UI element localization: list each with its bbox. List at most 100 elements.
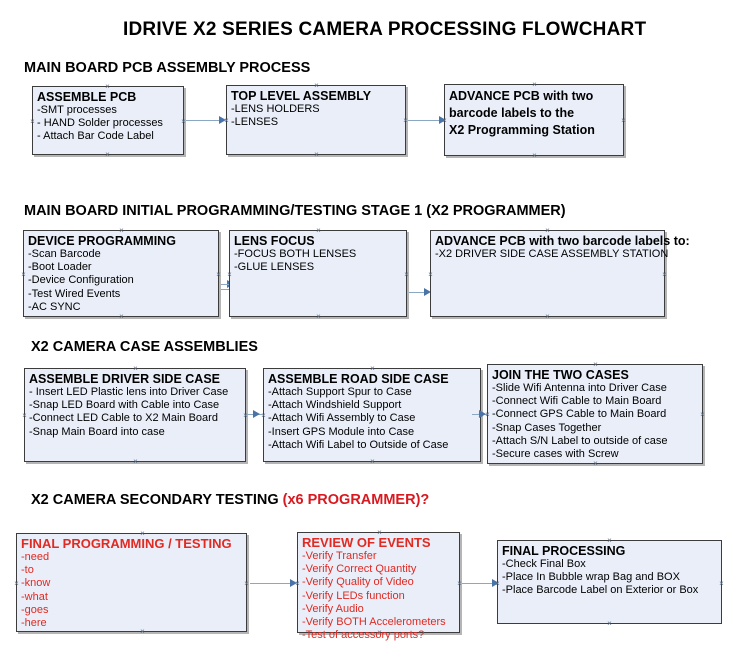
connection-handle-top[interactable] (139, 530, 146, 537)
connection-handle-top[interactable] (606, 537, 613, 544)
connection-handle-bottom[interactable] (313, 151, 320, 158)
connection-handle-left[interactable] (427, 271, 434, 278)
list-item: -Secure cases with Screw (492, 448, 619, 461)
connection-handle-left[interactable] (260, 412, 267, 419)
connection-handle-left[interactable] (294, 580, 301, 587)
node-assemble-pcb[interactable]: ASSEMBLE PCB -SMT processes - HAND Solde… (32, 86, 184, 155)
connector-device-to-lens-focus-stub (221, 284, 233, 285)
node-review-of-events-title: REVIEW OF EVENTS (302, 535, 431, 550)
node-join-the-two-cases-title: JOIN THE TWO CASES (492, 368, 629, 382)
connection-handle-left[interactable] (484, 411, 491, 418)
connection-handle-right[interactable] (718, 580, 725, 587)
node-assemble-pcb-items: -SMT processes - HAND Solder processes -… (37, 104, 183, 144)
connection-handle-left[interactable] (494, 580, 501, 587)
list-item: - Attach Bar Code Label (37, 130, 154, 143)
connection-handle-bottom[interactable] (132, 458, 139, 465)
connector-pcb-to-top-level (186, 120, 220, 121)
section-heading-secondary-testing: X2 CAMERA SECONDARY TESTING (x6 PROGRAMM… (31, 492, 429, 508)
connection-handle-bottom[interactable] (376, 629, 383, 636)
node-assemble-road-side-case[interactable]: ASSEMBLE ROAD SIDE CASE -Attach Support … (263, 368, 481, 462)
connection-handle-top[interactable] (118, 227, 125, 234)
node-assemble-pcb-title: ASSEMBLE PCB (37, 90, 137, 104)
list-item: -Verify BOTH Accelerometers (302, 616, 446, 629)
connection-handle-left[interactable] (226, 271, 233, 278)
connection-handle-top[interactable] (132, 365, 139, 372)
list-item: -Attach Wifi Assembly to Case (268, 412, 416, 425)
list-item: -Connect GPS Cable to Main Board (492, 408, 667, 421)
connection-handle-left[interactable] (223, 117, 230, 124)
node-final-processing[interactable]: FINAL PROCESSING -Check Final Box -Place… (497, 540, 722, 624)
list-item: - Insert LED Plastic lens into Driver Ca… (29, 386, 229, 398)
connection-handle-top[interactable] (313, 82, 320, 89)
node-advance-pcb-driver-station[interactable]: ADVANCE PCB with two barcode labels to: … (427, 227, 690, 320)
node-assemble-driver-side-case-items: - Insert LED Plastic lens into Driver Ca… (29, 386, 245, 439)
node-assemble-road-side-case-title: ASSEMBLE ROAD SIDE CASE (268, 372, 449, 386)
list-item: -need (21, 551, 50, 563)
list-item: -Insert GPS Module into Case (268, 425, 415, 438)
node-review-of-events[interactable]: REVIEW OF EVENTS -Verify Transfer -Verif… (294, 529, 460, 641)
list-item: -Connect LED Cable to X2 Main Board (29, 412, 218, 425)
connector-lens-focus-to-advance (409, 292, 427, 293)
node-final-programming-testing[interactable]: FINAL PROGRAMMING / TESTING -need -to -k… (16, 533, 247, 632)
connection-handle-right[interactable] (699, 411, 706, 418)
connection-handle-right[interactable] (620, 117, 627, 124)
list-item: -Boot Loader (28, 261, 92, 274)
connection-handle-left[interactable] (20, 271, 27, 278)
connection-handle-right[interactable] (215, 271, 222, 278)
connection-handle-top[interactable] (376, 529, 383, 536)
arrowhead (424, 288, 431, 296)
connection-handle-right[interactable] (661, 271, 668, 278)
node-top-level-assembly-items: -LENS HOLDERS -LENSES (231, 103, 405, 129)
connection-handle-left[interactable] (441, 117, 448, 124)
connection-handle-left[interactable] (29, 118, 36, 125)
page-title: IDRIVE X2 SERIES CAMERA PROCESSING FLOWC… (123, 19, 647, 40)
connection-handle-left[interactable] (21, 412, 28, 419)
connection-handle-bottom[interactable] (139, 628, 146, 635)
node-final-programming-testing-items: -need -to -know -what -goes -here (21, 551, 246, 630)
node-lens-focus-title: LENS FOCUS (234, 234, 315, 248)
list-item: -Attach Support Spur to Case (268, 386, 412, 398)
connection-handle-left[interactable] (13, 580, 20, 587)
list-item: -know (21, 577, 51, 590)
node-join-the-two-cases[interactable]: JOIN THE TWO CASES -Slide Wifi Antenna i… (487, 364, 703, 464)
list-item: -Test Wired Events (28, 287, 121, 300)
list-item: -Connect Wifi Cable to Main Board (492, 395, 662, 408)
node-advance-pcb-programming-station[interactable]: ADVANCE PCB with two barcode labels to t… (444, 84, 624, 156)
connection-handle-right[interactable] (403, 271, 410, 278)
connection-handle-top[interactable] (104, 83, 111, 90)
list-item: -Attach S/N Label to outside of case (492, 434, 668, 447)
list-item: -goes (21, 603, 49, 616)
connection-handle-bottom[interactable] (118, 313, 125, 320)
connection-handle-top[interactable] (531, 81, 538, 88)
connection-handle-top[interactable] (369, 365, 376, 372)
node-top-level-assembly[interactable]: TOP LEVEL ASSEMBLY -LENS HOLDERS -LENSES (226, 85, 406, 155)
connection-handle-bottom[interactable] (544, 313, 551, 320)
text-line: barcode labels to the (449, 106, 575, 120)
list-item: -what (21, 590, 48, 603)
connection-handle-bottom[interactable] (606, 620, 613, 627)
node-lens-focus[interactable]: LENS FOCUS -FOCUS BOTH LENSES -GLUE LENS… (229, 230, 407, 317)
node-device-programming[interactable]: DEVICE PROGRAMMING -Scan Barcode -Boot L… (23, 230, 219, 317)
list-item: -Device Configuration (28, 274, 134, 287)
connection-handle-bottom[interactable] (315, 313, 322, 320)
list-item: -Slide Wifi Antenna into Driver Case (492, 382, 667, 394)
connection-handle-right[interactable] (243, 580, 250, 587)
connection-handle-bottom[interactable] (592, 460, 599, 467)
list-item: -LENSES (231, 116, 279, 129)
connection-handle-top[interactable] (592, 361, 599, 368)
connection-handle-bottom[interactable] (369, 458, 376, 465)
list-item: -Verify Correct Quantity (302, 563, 417, 576)
node-lens-focus-items: -FOCUS BOTH LENSES -GLUE LENSES (234, 248, 406, 274)
node-assemble-driver-side-case[interactable]: ASSEMBLE DRIVER SIDE CASE - Insert LED P… (24, 368, 246, 462)
connection-handle-bottom[interactable] (531, 152, 538, 159)
node-advance-pcb-driver-station-title: ADVANCE PCB with two barcode labels to: (435, 234, 690, 248)
connection-handle-top[interactable] (544, 227, 551, 234)
node-review-of-events-items: -Verify Transfer -Verify Correct Quantit… (302, 550, 459, 642)
node-final-processing-title: FINAL PROCESSING (502, 544, 626, 558)
connection-handle-top[interactable] (315, 227, 322, 234)
list-item: -X2 DRIVER SIDE CASE ASSEMBLY STATION (435, 248, 669, 260)
list-item: -FOCUS BOTH LENSES (234, 248, 357, 260)
list-item: -Verify Transfer (302, 550, 377, 562)
connection-handle-bottom[interactable] (104, 151, 111, 158)
